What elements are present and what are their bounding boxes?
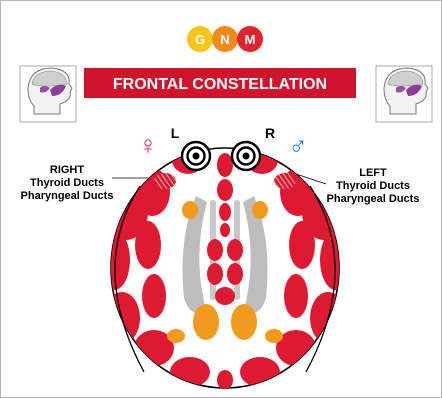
logo-letter-m: M (245, 32, 256, 47)
banner-title: FRONTAL CONSTELLATION (113, 76, 327, 93)
label-left-line-1: Thyroid Ducts (336, 180, 410, 192)
left-marker: L (171, 125, 180, 141)
orange-relay-lower-left (193, 304, 219, 340)
label-right-title: RIGHT (50, 164, 85, 176)
gnm-logo: G N M (187, 26, 263, 52)
orange-relay-upper-left (182, 201, 198, 219)
male-symbol: ♂ (288, 130, 308, 160)
hatched-area-right (154, 173, 176, 189)
logo-letter-n: N (220, 32, 229, 47)
female-symbol: ♀ (138, 130, 158, 160)
label-left-side: LEFT Thyroid Ducts Pharyngeal Ducts (327, 167, 420, 205)
hatched-area-left (274, 173, 296, 189)
orange-relay-side-right (265, 329, 283, 343)
orange-relay-lower-right (231, 304, 257, 340)
orange-relay-side-left (167, 329, 185, 343)
orange-relay-upper-right (252, 201, 268, 219)
right-marker: R (265, 125, 275, 141)
head-thumbnail-right (376, 66, 432, 122)
label-right-side: RIGHT Thyroid Ducts Pharyngeal Ducts (21, 164, 114, 202)
logo-letter-g: G (195, 32, 205, 47)
target-icon-left (182, 142, 210, 170)
head-thumbnail-left (20, 66, 76, 122)
label-left-title: LEFT (359, 167, 387, 179)
brain-cross-section (98, 146, 352, 390)
label-left-line-2: Pharyngeal Ducts (327, 193, 420, 205)
target-icon-right (232, 142, 260, 170)
label-right-line-1: Thyroid Ducts (30, 177, 104, 189)
label-right-line-2: Pharyngeal Ducts (21, 190, 114, 202)
